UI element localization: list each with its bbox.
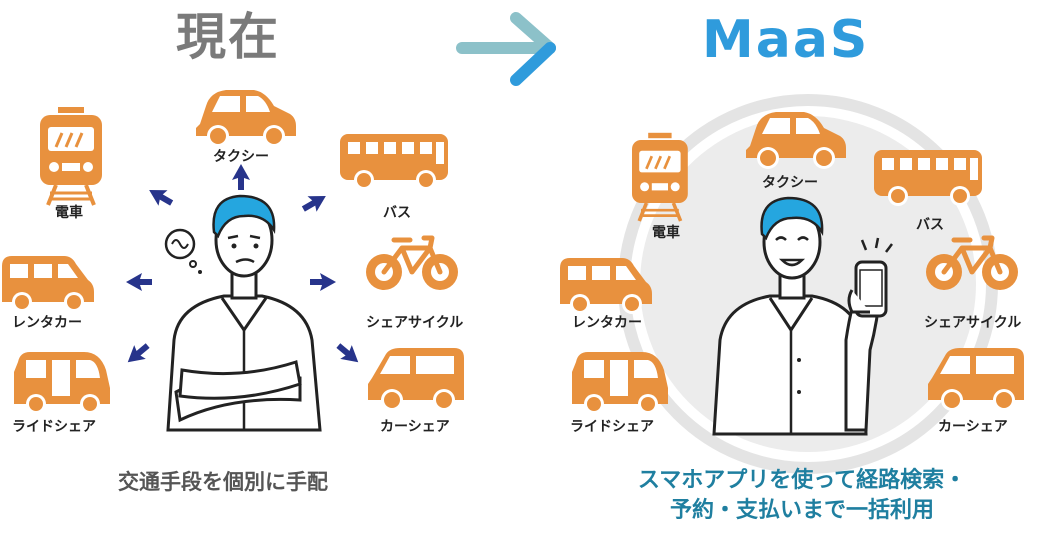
taxi-icon-left	[196, 90, 296, 147]
caption-maas-line1: スマホアプリを使って経路検索・	[637, 468, 967, 493]
label-taxi-right: タクシー	[762, 175, 818, 191]
arrow-icon-bus	[298, 188, 331, 217]
rental-car-icon-right	[560, 258, 652, 314]
label-rideshare-left: ライドシェア	[12, 419, 96, 435]
label-rental-left: レンタカー	[12, 315, 82, 331]
label-rental-right: レンタカー	[572, 315, 642, 331]
label-bicycle-right: シェアサイクル	[924, 315, 1022, 331]
bicycle-icon-left	[366, 238, 458, 290]
carshare-icon-left	[368, 348, 464, 411]
maas-title: MaaS	[702, 10, 870, 70]
train-icon-left	[38, 105, 104, 207]
arrow-icon-carshare	[332, 338, 365, 370]
arrow-icon-bicycle	[310, 273, 336, 291]
arrow-icon-train	[144, 182, 177, 211]
label-bus-right: バス	[916, 217, 944, 233]
label-train-right: 電車	[652, 225, 680, 241]
caption-current: 交通手段を個別に手配	[118, 470, 328, 494]
label-bus-left: バス	[383, 205, 411, 221]
label-taxi-left: タクシー	[213, 149, 269, 165]
transition-arrow-icon	[456, 12, 556, 86]
current-title: 現在	[176, 8, 280, 66]
arrow-icon-rideshare	[121, 338, 154, 370]
label-carshare-right: カーシェア	[938, 419, 1008, 435]
rental-car-icon-left	[2, 256, 94, 312]
rideshare-icon-left	[14, 352, 110, 414]
person-smartphone-icon	[712, 196, 893, 436]
bus-icon-left	[340, 134, 448, 190]
label-train-left: 電車	[55, 205, 83, 221]
label-rideshare-right: ライドシェア	[570, 419, 654, 435]
arrow-icon-taxi	[232, 164, 250, 190]
arrow-icon-rental	[126, 273, 152, 291]
rideshare-icon-right	[572, 352, 668, 414]
label-bicycle-left: シェアサイクル	[366, 315, 464, 331]
label-carshare-left: カーシェア	[380, 419, 450, 435]
caption-maas: スマホアプリを使って経路検索・ 予約・支払いまで一括利用	[604, 466, 1000, 525]
person-worried-icon	[164, 194, 322, 432]
caption-maas-line2: 予約・支払いまで一括利用	[669, 497, 934, 523]
